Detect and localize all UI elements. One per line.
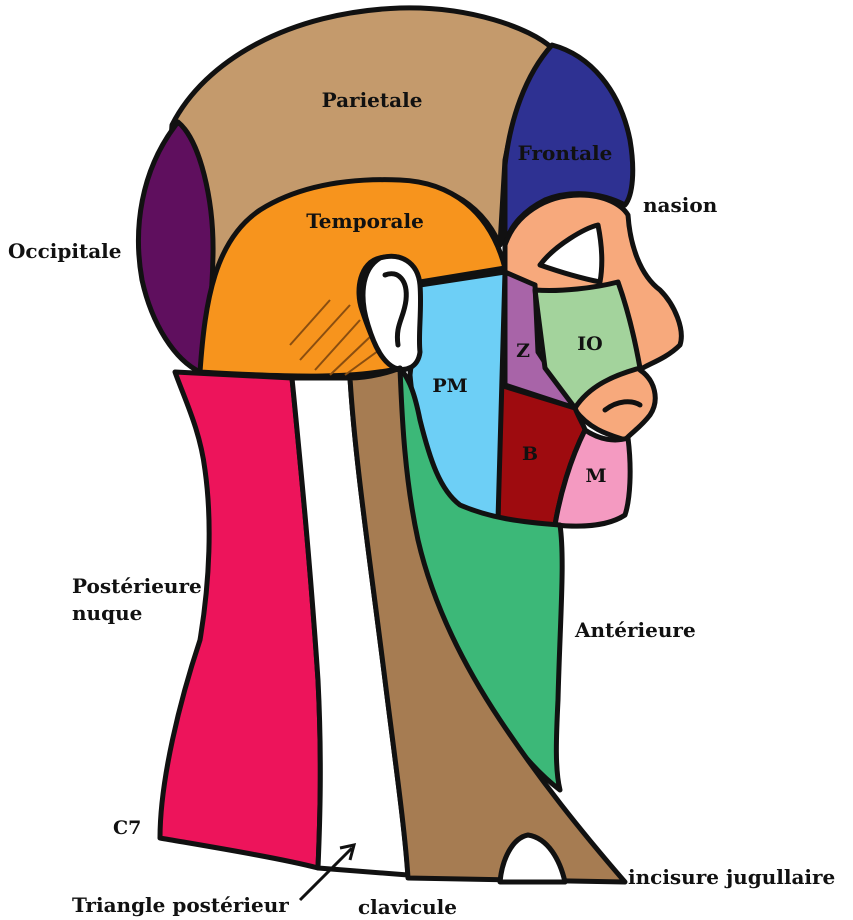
label-posterieure: Postérieure (72, 574, 202, 598)
label-io: IO (577, 333, 602, 355)
label-frontale: Frontale (518, 141, 613, 165)
label-nuque: nuque (72, 601, 142, 625)
label-pm: PM (432, 375, 467, 397)
label-parietale: Parietale (322, 88, 423, 112)
label-temporale: Temporale (306, 209, 424, 233)
label-c7: C7 (113, 817, 141, 839)
label-anterieure: Antérieure (574, 618, 696, 642)
label-triangle-posterieur: Triangle postérieur (72, 893, 289, 917)
label-nasion: nasion (643, 193, 718, 217)
label-b: B (522, 443, 538, 465)
label-clavicule: clavicule (358, 895, 457, 919)
label-m: M (585, 465, 606, 487)
label-occipitale: Occipitale (8, 239, 121, 263)
label-z: Z (516, 340, 530, 362)
label-incisure-jugullaire: incisure jugullaire (628, 865, 835, 889)
